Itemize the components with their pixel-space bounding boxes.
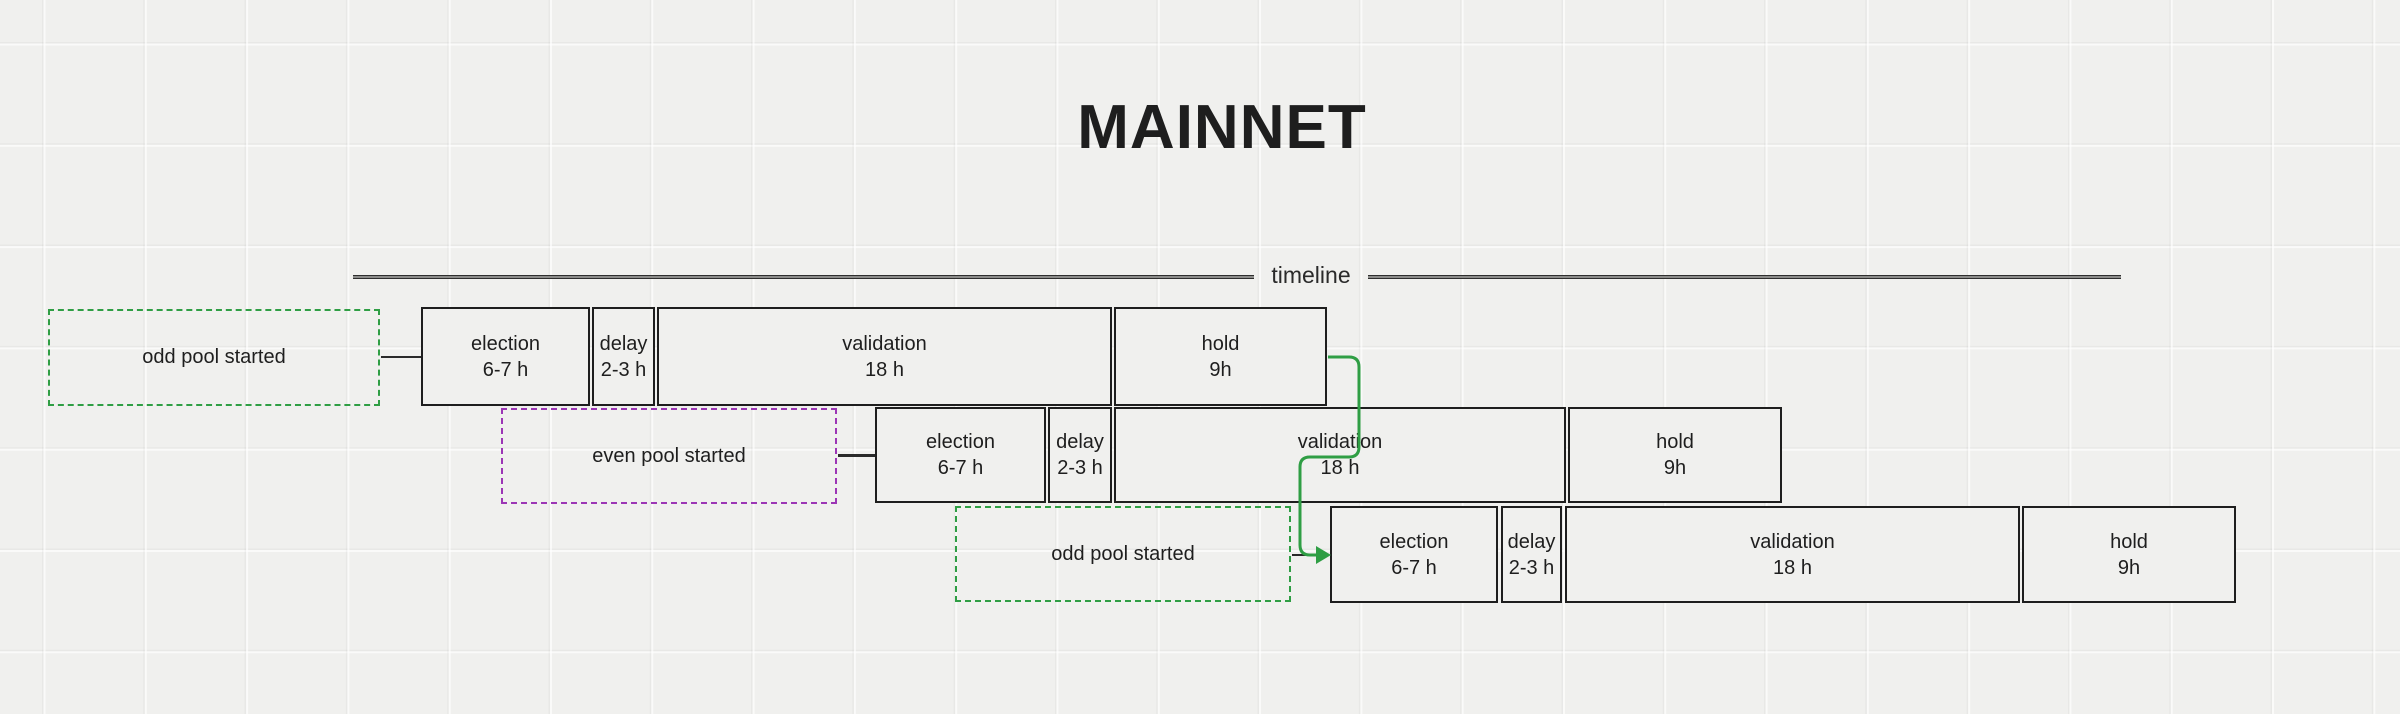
phase-name: validation <box>1750 530 1835 553</box>
connector-pool1-row1 <box>381 355 421 359</box>
phase-duration: 18 h <box>1320 457 1360 479</box>
row3-validation-box: validation 18 h <box>1565 506 2020 603</box>
diagram-title: MAINNET <box>1077 93 1367 162</box>
pool-label: odd pool started <box>1051 542 1195 565</box>
pool-label: even pool started <box>592 444 746 467</box>
connector-pool2-row2 <box>838 454 876 457</box>
phase-duration: 9h <box>2117 556 2141 579</box>
row1-hold-box: hold 9h <box>1114 307 1327 406</box>
phase-name: delay <box>599 332 648 355</box>
connector-pool3-row3 <box>1292 553 1318 557</box>
phase-duration: 9h <box>1209 358 1232 381</box>
row1-validation-box: validation 18 h <box>657 307 1112 406</box>
row2-delay-box: delay 2-3 h <box>1048 407 1112 503</box>
row3-delay-box: delay 2-3 h <box>1501 506 1562 603</box>
row2-election-box: election 6-7 h <box>875 407 1046 503</box>
phase-duration: 2-3 h <box>600 358 647 381</box>
phase-name: delay <box>1507 530 1556 553</box>
phase-name: hold <box>2110 530 2148 553</box>
phase-name: validation <box>842 332 927 355</box>
phase-duration: 18 h <box>865 358 904 381</box>
phase-name: hold <box>1201 332 1240 355</box>
phase-name: election <box>1379 530 1449 553</box>
phase-duration: 9h <box>1663 457 1687 479</box>
pool-label: odd pool started <box>142 346 286 368</box>
phase-name: hold <box>1656 431 1694 453</box>
row1-election-box: election 6-7 h <box>421 307 590 406</box>
phase-name: delay <box>1056 431 1104 453</box>
row2-hold-box: hold 9h <box>1568 407 1782 503</box>
phase-duration: 2-3 h <box>1508 556 1555 579</box>
row3-election-box: election 6-7 h <box>1330 506 1498 603</box>
phase-duration: 6-7 h <box>1391 556 1437 579</box>
pool-box-even: even pool started <box>501 408 837 504</box>
phase-duration: 6-7 h <box>482 358 529 381</box>
timeline-line-left <box>353 275 1254 279</box>
phase-duration: 2-3 h <box>1057 457 1103 479</box>
phase-duration: 6-7 h <box>937 457 984 479</box>
phase-name: election <box>471 332 540 355</box>
row1-delay-box: delay 2-3 h <box>592 307 655 406</box>
phase-duration: 18 h <box>1773 556 1812 579</box>
phase-name: election <box>926 431 995 453</box>
pool-box-odd-2: odd pool started <box>955 506 1291 602</box>
phase-name: validation <box>1297 431 1383 453</box>
timeline-line-right <box>1368 275 2121 279</box>
row2-validation-box: validation 18 h <box>1114 407 1566 503</box>
timeline-label: timeline <box>1271 262 1351 288</box>
pool-box-odd-1: odd pool started <box>48 309 380 406</box>
row3-hold-box: hold 9h <box>2022 506 2236 603</box>
